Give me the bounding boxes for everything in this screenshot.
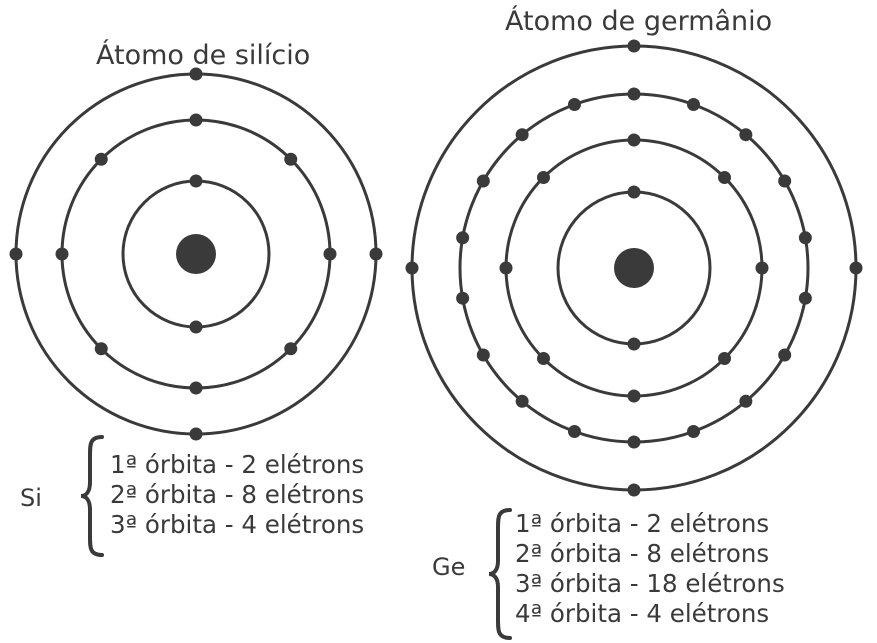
germanium-electron [567, 97, 581, 111]
germanium-electron [456, 231, 470, 245]
germanium-electron [718, 170, 732, 184]
germanium-orbit-list: 1ª órbita - 2 elétrons 2ª órbita - 8 elé… [515, 509, 785, 629]
germanium-electron [515, 394, 529, 408]
germanium-electron [755, 261, 769, 275]
germanium-electron [627, 483, 641, 497]
germanium-brace [488, 508, 512, 640]
germanium-electron [778, 174, 792, 188]
germanium-title: Átomo de germânio [505, 6, 773, 37]
germanium-electron [718, 352, 732, 366]
silicon-title: Átomo de silício [96, 40, 311, 71]
silicon-electron [9, 247, 23, 261]
germanium-nucleus [614, 248, 654, 288]
germanium-electron [627, 133, 641, 147]
germanium-electron [536, 170, 550, 184]
germanium-electron [687, 425, 701, 439]
silicon-electron [323, 247, 337, 261]
germanium-electron [536, 352, 550, 366]
silicon-orbit-1-label: 1ª órbita - 2 elétrons [110, 450, 365, 479]
germanium-electron [739, 394, 753, 408]
silicon-orbit-list: 1ª órbita - 2 elétrons 2ª órbita - 8 elé… [110, 450, 364, 540]
germanium-orbit-1-label: 1ª órbita - 2 elétrons [515, 509, 770, 538]
germanium-orbit-3-label: 3ª órbita - 18 elétrons [515, 569, 785, 598]
germanium-symbol: Ge [432, 553, 466, 581]
germanium-electron [627, 39, 641, 53]
silicon-electron [189, 113, 203, 127]
germanium-electron [476, 348, 490, 362]
silicon-electron [284, 152, 298, 166]
germanium-electron [739, 128, 753, 142]
germanium-electron [405, 261, 419, 275]
silicon-nucleus [176, 234, 216, 274]
germanium-electron [627, 389, 641, 403]
silicon-symbol: Si [20, 484, 42, 512]
silicon-electron [94, 152, 108, 166]
germanium-orbit-2-label: 2ª órbita - 8 elétrons [515, 539, 770, 568]
silicon-orbit-3-label: 3ª órbita - 4 elétrons [110, 510, 365, 539]
germanium-atom [405, 39, 863, 497]
germanium-electron [849, 261, 863, 275]
germanium-electron [567, 425, 581, 439]
germanium-electron [499, 261, 513, 275]
germanium-electron [778, 348, 792, 362]
silicon-electron [94, 342, 108, 356]
silicon-atom [9, 67, 383, 441]
germanium-electron [456, 291, 470, 305]
silicon-electron [189, 427, 203, 441]
silicon-orbit-2-label: 2ª órbita - 8 elétrons [110, 480, 365, 509]
germanium-electron [627, 185, 641, 199]
germanium-electron [476, 174, 490, 188]
germanium-orbit-4-label: 4ª órbita - 4 elétrons [515, 599, 770, 628]
germanium-electron [798, 231, 812, 245]
germanium-electron [515, 128, 529, 142]
silicon-electron [284, 342, 298, 356]
silicon-electron [369, 247, 383, 261]
germanium-electron [627, 435, 641, 449]
silicon-electron [189, 320, 203, 334]
silicon-electron [189, 381, 203, 395]
germanium-electron [627, 87, 641, 101]
germanium-electron [798, 291, 812, 305]
silicon-electron [189, 67, 203, 81]
germanium-electron [627, 337, 641, 351]
silicon-brace [80, 435, 104, 557]
silicon-electron [55, 247, 69, 261]
germanium-electron [687, 97, 701, 111]
silicon-electron [189, 174, 203, 188]
